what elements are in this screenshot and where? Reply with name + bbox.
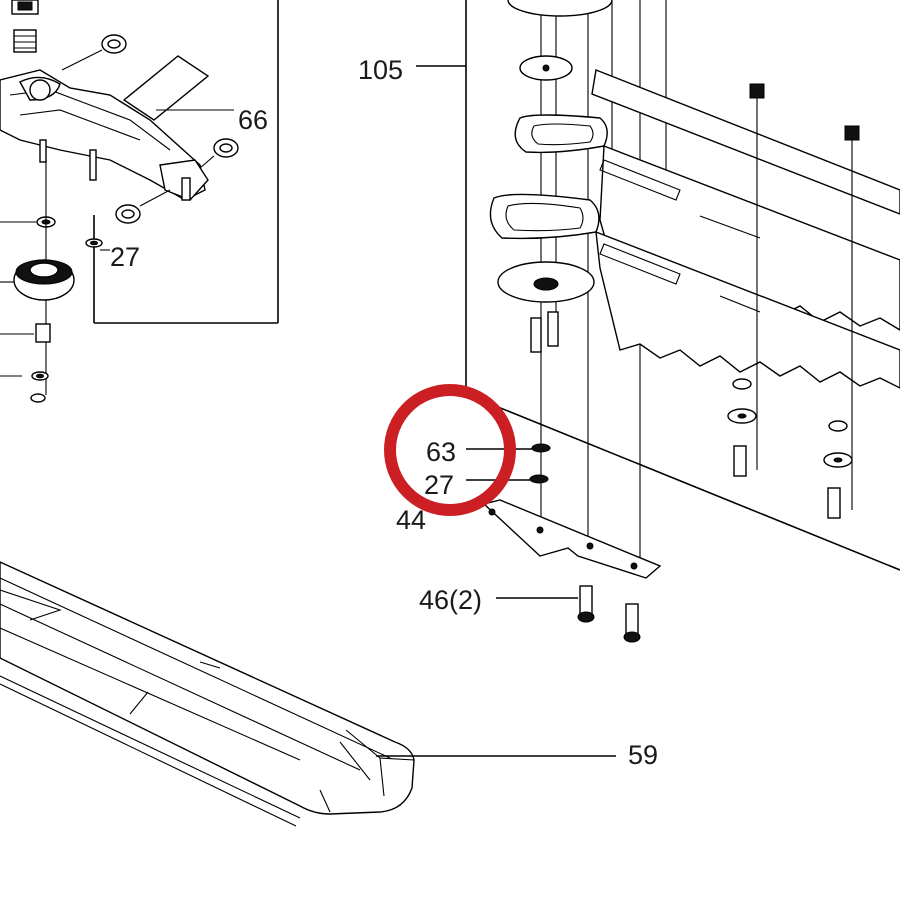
callout-27-upper: 27 xyxy=(110,242,140,272)
washer-27 xyxy=(529,474,549,484)
washer-63 xyxy=(531,443,551,453)
blade-cover-59 xyxy=(0,561,415,827)
callout-66: 66 xyxy=(238,105,268,135)
blade-assembly xyxy=(465,0,900,643)
callout-46: 46(2) xyxy=(419,585,482,615)
callout-63: 63 xyxy=(426,437,456,467)
highlight-circle xyxy=(384,384,516,516)
plate-44 xyxy=(482,499,662,579)
callout-105: 105 xyxy=(358,55,403,85)
callout-44: 44 xyxy=(396,505,426,535)
callout-59: 59 xyxy=(628,740,658,770)
callout-27: 27 xyxy=(424,470,454,500)
callout-leaders xyxy=(100,65,616,757)
screws-46 xyxy=(577,585,641,643)
gear-housing-assembly xyxy=(0,0,279,403)
